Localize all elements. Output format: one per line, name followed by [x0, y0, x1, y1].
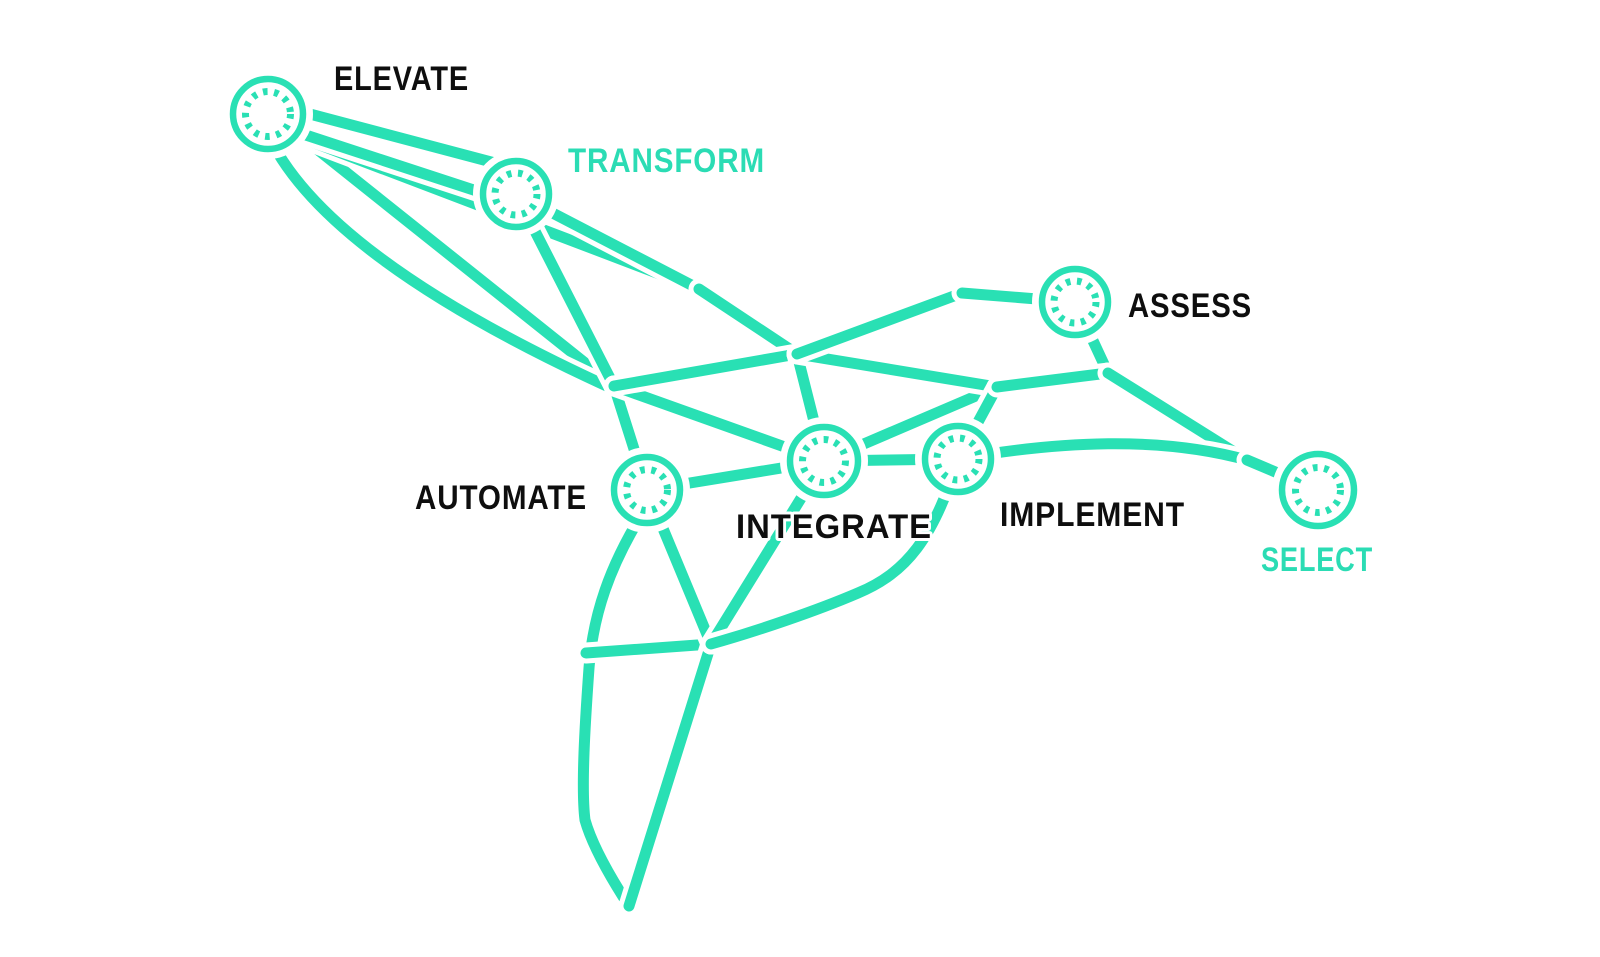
dotted-circle-icon [623, 466, 671, 514]
edge-stroke [629, 644, 711, 906]
nodes [223, 69, 1364, 536]
edge-back-hump [797, 293, 962, 354]
edge-stroke [797, 354, 997, 387]
dotted-circle-icon [933, 434, 983, 484]
edge-shoulder-back [614, 354, 797, 386]
dotted-circle-icon [242, 88, 294, 140]
node-implement [915, 416, 1001, 502]
edge-wingtip-back [699, 289, 797, 354]
node-assess [1032, 259, 1118, 345]
edge-tail-cross [586, 644, 711, 653]
labels: ELEVATE TRANSFORM ASSESS AUTOMATE INTEGR… [331, 57, 1375, 582]
dotted-circle-icon [1292, 464, 1344, 516]
edge-midback-neck [997, 373, 1108, 387]
edge-back-midback [797, 354, 997, 387]
node-ring [229, 75, 307, 153]
label-select: SELECT [1261, 541, 1373, 579]
node-transform [473, 151, 559, 237]
dotted-circle-icon [799, 436, 849, 486]
edge-implement-beaktip [958, 444, 1247, 460]
node-ring [786, 423, 862, 499]
label-elevate: ELEVATE [334, 60, 469, 98]
edge-stroke [797, 293, 962, 354]
node-elevate [223, 69, 313, 159]
node-select [1272, 444, 1364, 536]
edge-stroke [699, 289, 797, 354]
label-automate: AUTOMATE [415, 479, 587, 517]
label-implement: IMPLEMENT [1000, 496, 1185, 534]
edge-stroke [614, 354, 797, 386]
edge-tail-left [583, 514, 642, 906]
node-automate [604, 447, 690, 533]
edge-tail-diagonal [629, 644, 711, 906]
label-integrate: INTEGRATE [736, 508, 932, 546]
node-ring [1278, 450, 1358, 530]
label-assess: ASSESS [1128, 287, 1252, 325]
node-integrate [780, 417, 868, 505]
label-transform: TRANSFORM [568, 142, 765, 180]
dotted-circle-icon [491, 169, 541, 219]
dotted-circle-icon [1050, 277, 1100, 327]
